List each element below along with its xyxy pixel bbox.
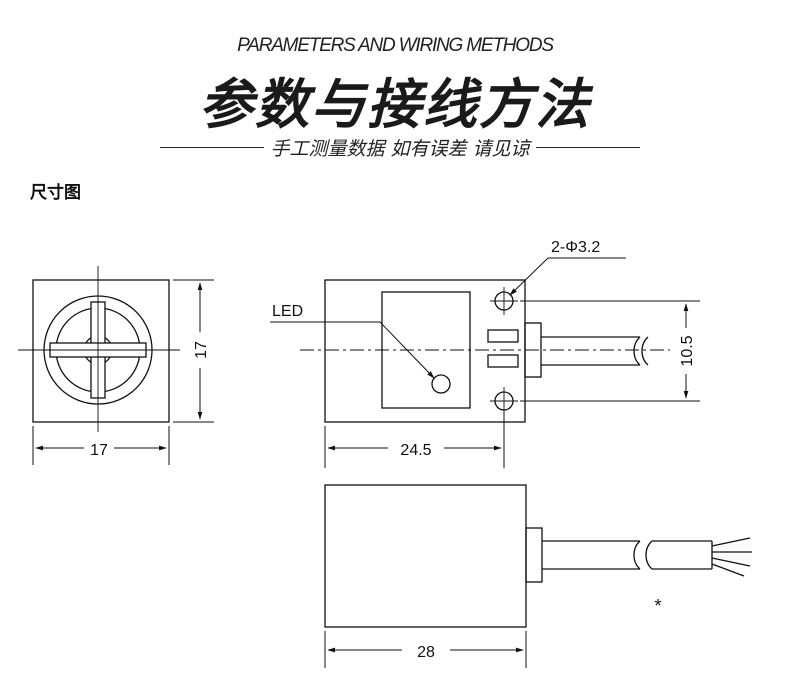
top-cable-gland	[525, 527, 543, 583]
subtitle-line-right	[535, 146, 640, 148]
side-cable-break	[633, 336, 641, 366]
front-view	[18, 266, 180, 432]
hole-spacing-label: 10.5	[679, 335, 696, 366]
section-title: 尺寸图	[30, 183, 81, 203]
side-cable-break-2	[641, 336, 649, 366]
led-callout	[270, 321, 435, 379]
led-label: LED	[272, 303, 303, 320]
front-height-dimension	[173, 279, 214, 423]
front-width-label: 17	[90, 442, 108, 459]
top-length-label: 28	[417, 644, 435, 661]
header-english-title: PARAMETERS AND WIRING METHODS	[237, 35, 554, 56]
side-view	[300, 279, 670, 423]
top-length-dimension	[324, 631, 527, 668]
led-indicator	[431, 374, 451, 394]
wire-4	[711, 563, 745, 577]
top-view	[324, 484, 752, 628]
subtitle-row: 手工测量数据 如有误差 请见谅	[160, 132, 640, 162]
hole-spacing-dimension	[520, 300, 700, 402]
front-width-dimension	[32, 426, 170, 465]
header-chinese-title: 参数与接线方法	[199, 73, 591, 136]
front-view-body	[32, 279, 170, 423]
subtitle-line-left	[160, 146, 265, 148]
front-height-label: 17	[193, 341, 210, 359]
side-slot-top	[487, 329, 519, 343]
side-width-dimension	[324, 412, 505, 468]
hole-spec-callout	[509, 257, 626, 296]
side-width-label: 24.5	[400, 442, 431, 459]
hole-spec-label: 2-Φ3.2	[551, 239, 600, 256]
side-slot-bottom	[487, 354, 519, 368]
wire-3	[711, 557, 751, 567]
top-view-body	[324, 484, 527, 628]
subtitle: 手工测量数据 如有误差 请见谅	[270, 137, 530, 160]
note-marker: *	[654, 596, 661, 616]
wire-1	[711, 537, 751, 547]
